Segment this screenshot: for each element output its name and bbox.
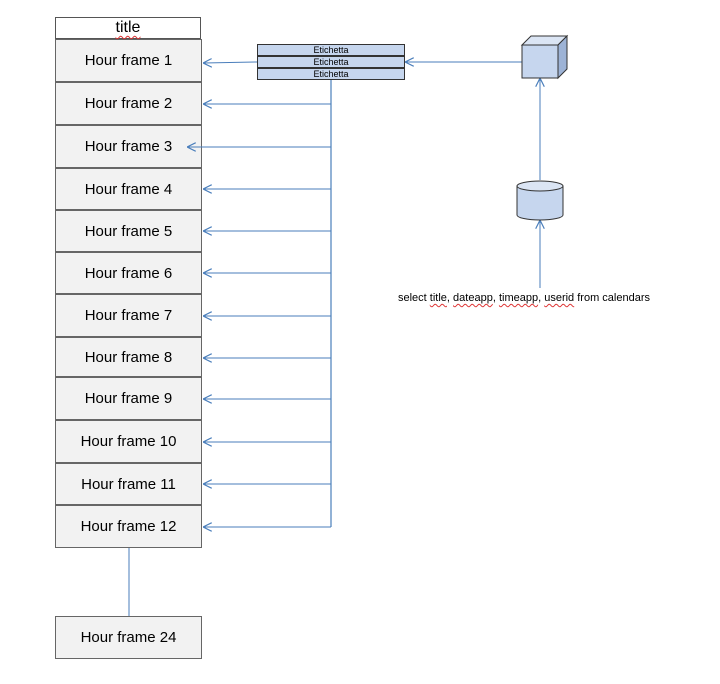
arrow-frame-1: [204, 62, 258, 63]
label-box-3: Etichetta: [257, 68, 405, 80]
label-box-2: Etichetta: [257, 56, 405, 68]
sql-query-text: select title, dateapp, timeapp, userid f…: [398, 292, 698, 304]
hour-frame-12: Hour frame 12: [55, 505, 202, 548]
query-sep-2: ,: [492, 292, 499, 304]
query-title-word: title: [429, 292, 447, 304]
label-box-1: Etichetta: [257, 44, 405, 56]
hour-frame-11: Hour frame 11: [55, 463, 202, 505]
hour-frame-1: Hour frame 1: [55, 39, 202, 82]
hour-frame-24: Hour frame 24: [55, 616, 202, 659]
hour-frame-4: Hour frame 4: [55, 168, 202, 210]
hour-frame-2: Hour frame 2: [55, 82, 202, 125]
query-prefix: select: [398, 292, 430, 304]
hour-frame-7: Hour frame 7: [55, 294, 202, 337]
query-sep-3: ,: [538, 292, 545, 304]
hour-frame-5: Hour frame 5: [55, 210, 202, 252]
hour-frame-3: Hour frame 3: [55, 125, 202, 168]
hour-frame-6: Hour frame 6: [55, 252, 202, 294]
column-title: title: [55, 17, 201, 39]
database-cylinder-icon: [516, 180, 564, 221]
cube-icon: [520, 34, 569, 80]
query-userid: userid: [544, 292, 575, 304]
column-title-text: title: [115, 19, 141, 36]
hour-frame-10: Hour frame 10: [55, 420, 202, 463]
hour-frame-9: Hour frame 9: [55, 377, 202, 420]
bus-arrows: [188, 104, 331, 527]
query-suffix: from calendars: [574, 292, 650, 304]
query-sep-1: ,: [446, 292, 454, 304]
query-dateapp: dateapp: [453, 292, 493, 304]
hour-frame-8: Hour frame 8: [55, 337, 202, 377]
query-timeapp: timeapp: [498, 292, 539, 304]
